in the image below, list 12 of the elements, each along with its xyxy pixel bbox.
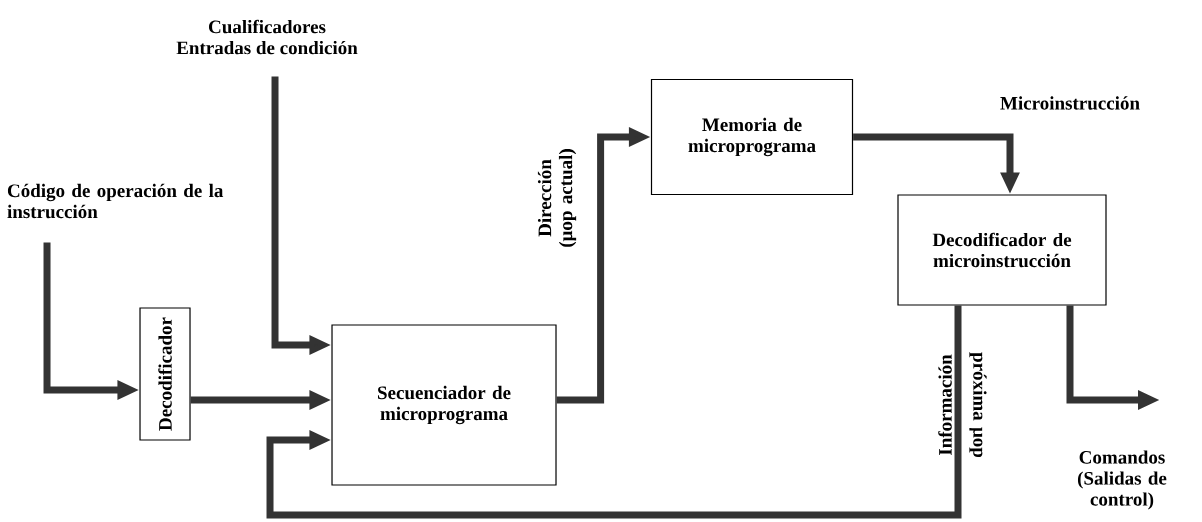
process-box: Decodificador bbox=[139, 307, 191, 441]
edge-label: Información bbox=[938, 354, 952, 455]
process-box: Secuenciador de microprograma bbox=[331, 324, 557, 486]
process-box: Decodificador de microinstrucción bbox=[897, 194, 1107, 306]
input-label: Cualificadores Entradas de condición bbox=[176, 19, 358, 55]
edge-label: Dirección (μop actual) bbox=[537, 149, 577, 247]
process-box: Memoria de microprograma bbox=[650, 78, 854, 196]
arrow bbox=[266, 305, 962, 519]
signal-label: próxima μop bbox=[969, 352, 987, 458]
input-label: Código de operación de la instrucción bbox=[7, 183, 224, 219]
signal-label: Comandos (Salidas de control) bbox=[1077, 450, 1167, 510]
edge-label: Microinstrucción bbox=[1000, 96, 1140, 110]
